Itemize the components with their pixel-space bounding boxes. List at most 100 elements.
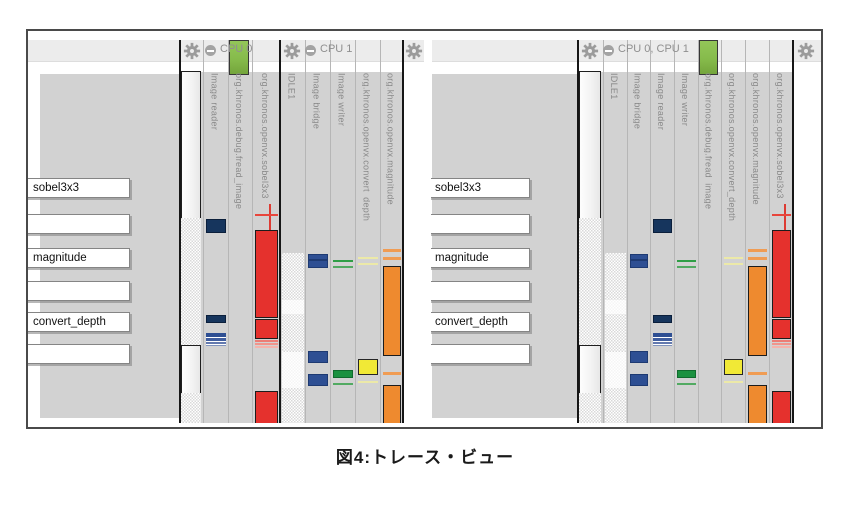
trace-bar-orange[interactable] xyxy=(383,385,401,423)
node-box[interactable]: magnitude xyxy=(431,248,530,268)
node-box[interactable] xyxy=(431,344,530,364)
trace-column-image_bridge[interactable]: Image bridge xyxy=(627,40,651,423)
trace-column-convert_depth[interactable]: org.khronos.openvx.convert_depth xyxy=(355,40,381,423)
column-label: Image reader xyxy=(209,73,220,131)
trace-bar-bstripes xyxy=(206,333,226,346)
node-box[interactable]: sobel3x3 xyxy=(28,178,130,198)
trace-bar-orange[interactable] xyxy=(748,385,767,423)
column-label: Image bridge xyxy=(632,73,643,130)
trace-bar-gbar[interactable] xyxy=(677,370,696,378)
trace-bar-blue[interactable] xyxy=(308,351,328,363)
trace-bar-yellow[interactable] xyxy=(358,359,378,375)
selected-column-highlight xyxy=(229,40,249,75)
trace-bar-gbar[interactable] xyxy=(333,370,353,378)
trace-bar-blue[interactable] xyxy=(630,351,648,363)
trace-bar-oline xyxy=(383,249,401,252)
trace-bar-red[interactable] xyxy=(772,230,791,318)
trace-column-sobel3x3[interactable]: org.khronos.openvx.sobel3x3 xyxy=(769,40,794,423)
trace-bar-dither xyxy=(579,218,601,345)
trace-bar-oline xyxy=(748,372,767,375)
column-label: org.khronos.openvx.magnitude xyxy=(751,73,761,205)
node-box[interactable]: convert_depth xyxy=(28,312,130,332)
trace-bar-blue[interactable] xyxy=(630,254,648,260)
trace-bar-navy[interactable] xyxy=(206,219,226,233)
trace-bar-orange[interactable] xyxy=(748,266,767,356)
trace-bar-yline xyxy=(358,381,378,383)
trace-column-image_writer[interactable]: Image writer xyxy=(674,40,699,423)
trace-column-image_reader[interactable]: Image reader xyxy=(203,40,229,423)
trace-bar-blue[interactable] xyxy=(308,260,328,268)
trace-column-idle0[interactable] xyxy=(180,40,203,423)
node-box[interactable] xyxy=(28,344,130,364)
trace-column-sobel3x3[interactable]: org.khronos.openvx.sobel3x3 xyxy=(252,40,281,423)
trace-bar-blue[interactable] xyxy=(308,374,328,386)
trace-column-image_writer[interactable]: Image writer xyxy=(330,40,356,423)
trace-column-fread_image[interactable]: org.khronos.debug.fread_image xyxy=(228,40,253,423)
trace-bar-red[interactable] xyxy=(772,319,791,339)
trace-bar-red[interactable] xyxy=(255,319,278,339)
trace-bar-blue[interactable] xyxy=(630,260,648,268)
column-label: org.khronos.openvx.magnitude xyxy=(385,73,396,205)
trace-bar-navy[interactable] xyxy=(653,315,672,323)
trace-bar-blue[interactable] xyxy=(308,254,328,260)
trace-bar-gline2 xyxy=(333,266,353,268)
trace-bar-gline2 xyxy=(677,383,696,385)
trace-bar-whitebox[interactable] xyxy=(579,345,601,395)
trace-bar-wpatch xyxy=(605,300,626,314)
trace-bar-navy[interactable] xyxy=(653,219,672,233)
trace-column-idle1[interactable]: IDLE1 xyxy=(280,40,306,423)
trace-column-image_bridge[interactable]: Image bridge xyxy=(305,40,331,423)
node-box[interactable] xyxy=(431,281,530,301)
left-panel-node-list: sobel3x3 magnitude convert_depth xyxy=(28,31,180,427)
trace-bar-yellow[interactable] xyxy=(724,359,743,375)
trace-bar-blue[interactable] xyxy=(630,374,648,386)
trace-column-fread_image[interactable]: org.khronos.debug.fread_image xyxy=(698,40,722,423)
gear-icon[interactable] xyxy=(581,42,599,60)
trace-bar-yline xyxy=(358,257,378,259)
selected-column-highlight xyxy=(699,40,718,75)
trace-bar-red[interactable] xyxy=(772,391,791,423)
node-box[interactable] xyxy=(28,281,130,301)
node-box[interactable]: convert_depth xyxy=(431,312,530,332)
gear-icon[interactable] xyxy=(405,42,423,60)
column-label: Image writer xyxy=(680,73,690,127)
column-label: org.khronos.openvx.convert_depth xyxy=(727,73,737,222)
trace-bar-oline xyxy=(748,257,767,260)
trace-bar-rvline xyxy=(783,204,786,232)
trace-column-image_reader[interactable]: Image reader xyxy=(650,40,675,423)
trace-bar-wpatch xyxy=(282,300,304,314)
trace-bar-rstripes xyxy=(772,340,791,348)
trace-bar-whitebox[interactable] xyxy=(181,71,201,220)
trace-column-magnitude[interactable]: org.khronos.openvx.magnitude xyxy=(380,40,404,423)
node-box[interactable]: magnitude xyxy=(28,248,130,268)
trace-bar-yline xyxy=(358,263,378,265)
node-box[interactable] xyxy=(28,214,130,234)
trace-bar-gline xyxy=(677,260,696,262)
trace-bar-orange[interactable] xyxy=(383,266,401,356)
trace-bar-red[interactable] xyxy=(255,230,278,318)
collapse-button[interactable] xyxy=(205,45,216,56)
trace-bar-navy[interactable] xyxy=(206,315,226,323)
column-label: org.khronos.openvx.sobel3x3 xyxy=(775,73,785,199)
column-label: Image reader xyxy=(656,73,666,131)
trace-column-idle0[interactable] xyxy=(578,40,603,423)
group-divider xyxy=(402,40,404,423)
trace-bar-whitebox[interactable] xyxy=(181,345,201,395)
gear-icon[interactable] xyxy=(797,42,815,60)
node-box[interactable]: sobel3x3 xyxy=(431,178,530,198)
cpu-group-label: CPU 0, CPU 1 xyxy=(618,43,689,55)
collapse-button[interactable] xyxy=(305,45,316,56)
trace-bar-whitebox[interactable] xyxy=(579,71,601,220)
trace-bar-yline xyxy=(724,381,743,383)
trace-bar-rline xyxy=(772,214,791,216)
trace-column-magnitude[interactable]: org.khronos.openvx.magnitude xyxy=(745,40,770,423)
trace-column-convert_depth[interactable]: org.khronos.openvx.convert_depth xyxy=(721,40,746,423)
collapse-button[interactable] xyxy=(603,45,614,56)
node-box[interactable] xyxy=(431,214,530,234)
trace-bar-red[interactable] xyxy=(255,391,278,423)
group-divider xyxy=(279,40,281,423)
gear-icon[interactable] xyxy=(283,42,301,60)
trace-column-idle1[interactable]: IDLE1 xyxy=(603,40,628,423)
gear-icon[interactable] xyxy=(183,42,201,60)
trace-bar-wpatch xyxy=(605,352,626,388)
